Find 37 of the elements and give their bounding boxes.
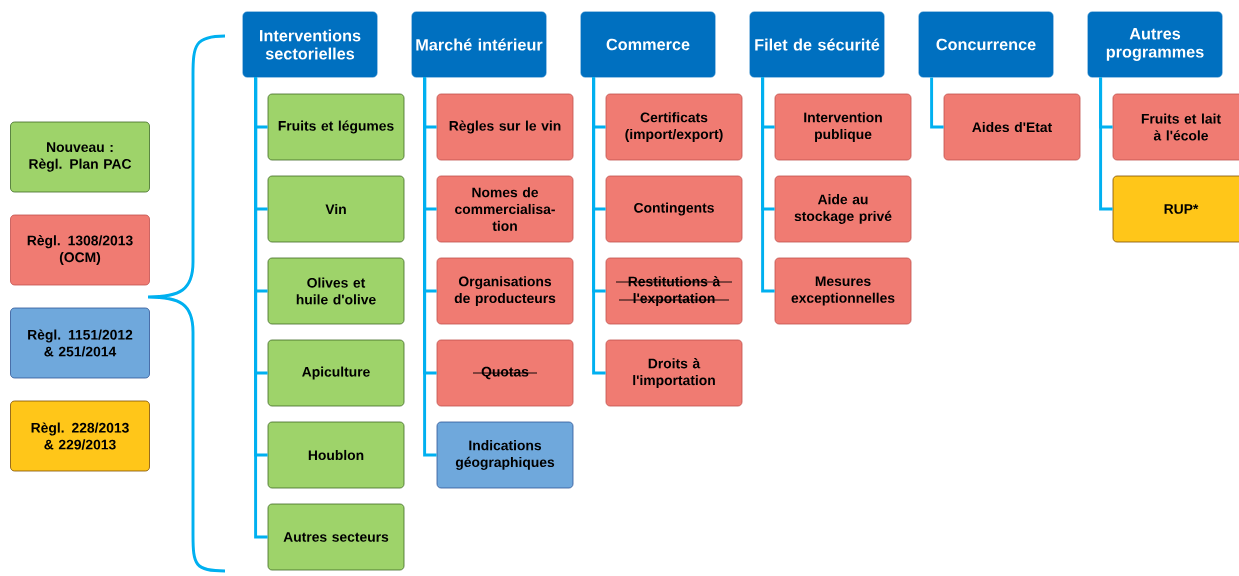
category-box: Restitutions à l'exportation — [605, 257, 743, 325]
heading-box: Autres programmes — [1087, 11, 1223, 78]
category-box: Aide au stockage privé — [774, 175, 912, 243]
category-box: Contingents — [605, 175, 743, 243]
category-box: Vin — [267, 175, 405, 243]
heading-box: Commerce — [580, 11, 716, 78]
heading-box: Filet de sécurité — [749, 11, 885, 78]
connector-line — [761, 77, 775, 293]
category-box: Certificats (import/export) — [605, 93, 743, 161]
connector-line — [423, 77, 437, 457]
category-box: Intervention publique — [774, 93, 912, 161]
legend-box: Règl. 228/2013 & 229/2013 — [10, 400, 150, 472]
category-box: Droits à l'importation — [605, 339, 743, 407]
heading-box: Concurrence — [918, 11, 1054, 78]
category-box: Aides d'Etat — [943, 93, 1081, 161]
legend-box: Règl. 1308/2013 (OCM) — [10, 214, 150, 286]
category-box: RUP* — [1112, 175, 1239, 243]
category-box: Autres secteurs — [267, 503, 405, 571]
connector-line — [1099, 77, 1113, 211]
category-box: Nomes de commercialisa- tion — [436, 175, 574, 243]
category-box: Fruits et lait à l'école — [1112, 93, 1239, 161]
connector-line — [592, 77, 606, 375]
connector-line — [254, 77, 268, 539]
connector-line — [930, 77, 944, 129]
category-box: Mesures exceptionnelles — [774, 257, 912, 325]
category-box: Organisations de producteurs — [436, 257, 574, 325]
category-box: Olives et huile d'olive — [267, 257, 405, 325]
heading-box: Marché intérieur — [411, 11, 547, 78]
heading-box: Interventions sectorielles — [242, 11, 378, 78]
category-box: Règles sur le vin — [436, 93, 574, 161]
category-box: Quotas — [436, 339, 574, 407]
category-box: Indications géographiques — [436, 421, 574, 489]
category-box: Houblon — [267, 421, 405, 489]
legend-box: Nouveau : Règl. Plan PAC — [10, 121, 150, 193]
category-box: Fruits et légumes — [267, 93, 405, 161]
legend-box: Règl. 1151/2012 & 251/2014 — [10, 307, 150, 379]
category-box: Apiculture — [267, 339, 405, 407]
